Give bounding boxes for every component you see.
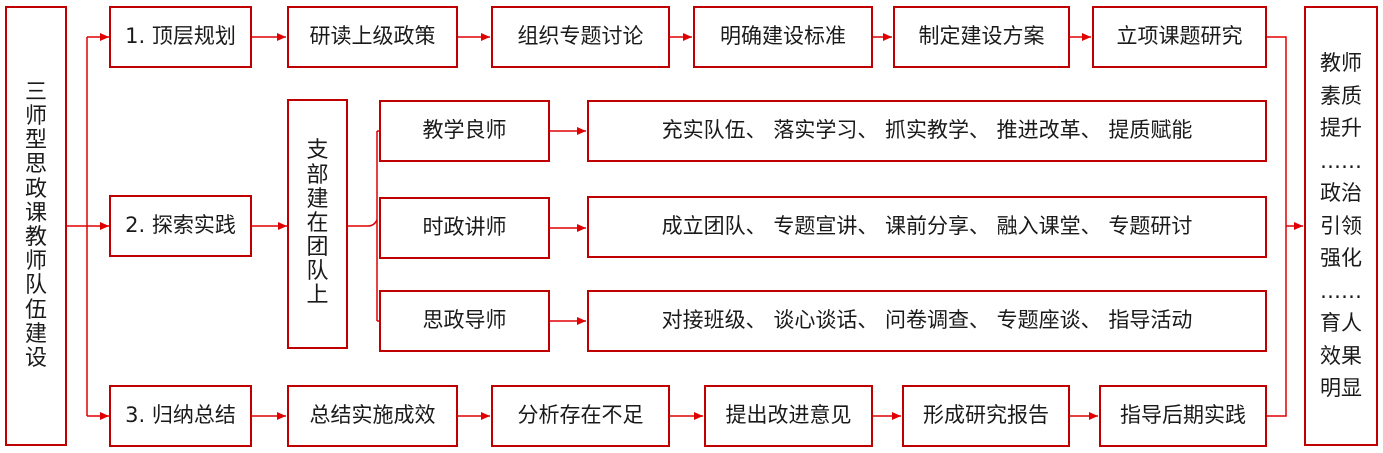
stage-1-box: 1. 顶层规划 — [109, 6, 252, 68]
vertical-char: 支 — [306, 138, 329, 164]
left-title: 三师型思政课教师队伍建设 — [24, 79, 47, 371]
mentor-3-actions: 对接班级、 谈心谈话、 问卷调查、 专题座谈、 指导活动 — [587, 290, 1267, 352]
branch-title: 支部建在团队上 — [306, 138, 329, 309]
stage-2-box: 2. 探索实践 — [109, 195, 252, 257]
left-title-box: 三师型思政课教师队伍建设 — [5, 6, 67, 446]
outcome-line: 教师 — [1320, 50, 1362, 75]
vertical-char: 思 — [24, 152, 47, 178]
vertical-char: 型 — [24, 128, 47, 154]
row1-step-5: 立项课题研究 — [1092, 6, 1267, 68]
vertical-char: 建 — [306, 186, 329, 212]
outcome-ellipsis: …… — [1320, 148, 1362, 173]
mentor-3-box: 思政导师 — [379, 290, 550, 352]
vertical-char: 在 — [306, 210, 329, 236]
row1-step-1: 研读上级政策 — [287, 6, 458, 68]
outcome-line: 引领 — [1320, 213, 1362, 238]
row1-step-4: 制定建设方案 — [893, 6, 1070, 68]
vertical-char: 课 — [24, 200, 47, 226]
row1-step-2: 组织专题讨论 — [491, 6, 670, 68]
row1-step-3: 明确建设标准 — [693, 6, 873, 68]
vertical-char: 师 — [24, 249, 47, 275]
outcome-line: 提升 — [1320, 116, 1362, 141]
mentor-2-box: 时政讲师 — [379, 197, 550, 259]
mentor-1-box: 教学良师 — [379, 100, 550, 162]
vertical-char: 设 — [24, 345, 47, 371]
vertical-char: 师 — [24, 104, 47, 130]
row3-step-5: 指导后期实践 — [1099, 385, 1267, 447]
vertical-char: 建 — [24, 321, 47, 347]
connector-row3-right — [1267, 386, 1287, 417]
vertical-char: 上 — [306, 283, 329, 309]
vertical-char: 团 — [306, 235, 329, 261]
vertical-char: 队 — [306, 259, 329, 285]
outcome-line: 效果 — [1320, 343, 1362, 368]
outcome-line: 政治 — [1320, 181, 1362, 206]
vertical-char: 三 — [24, 79, 47, 105]
mentor-1-actions: 充实队伍、 落实学习、 抓实教学、 推进改革、 提质赋能 — [587, 100, 1267, 162]
outcomes-box: 教师 素质 提升 …… 政治 引领 强化 …… 育人 效果 明显 — [1304, 6, 1378, 446]
vertical-char: 伍 — [24, 297, 47, 323]
row3-step-1: 总结实施成效 — [287, 385, 458, 447]
vertical-char: 队 — [24, 273, 47, 299]
row3-step-4: 形成研究报告 — [902, 385, 1070, 447]
mentor-2-actions: 成立团队、 专题宣讲、 课前分享、 融入课堂、 专题研讨 — [587, 196, 1267, 258]
vertical-char: 政 — [24, 176, 47, 202]
outcome-line: 素质 — [1320, 83, 1362, 108]
stage-3-box: 3. 归纳总结 — [109, 385, 252, 447]
outcome-line: 强化 — [1320, 246, 1362, 271]
vertical-char: 教 — [24, 225, 47, 250]
row3-step-3: 提出改进意见 — [704, 385, 873, 447]
outcome-line: 明显 — [1320, 376, 1362, 401]
vertical-char: 部 — [306, 162, 329, 188]
outcome-ellipsis: …… — [1320, 278, 1362, 303]
outcome-line: 育人 — [1320, 311, 1362, 336]
connector-row1-right — [1267, 36, 1287, 66]
bracket-tip — [367, 219, 378, 227]
branch-title-box: 支部建在团队上 — [287, 99, 348, 349]
row3-step-2: 分析存在不足 — [491, 385, 670, 447]
